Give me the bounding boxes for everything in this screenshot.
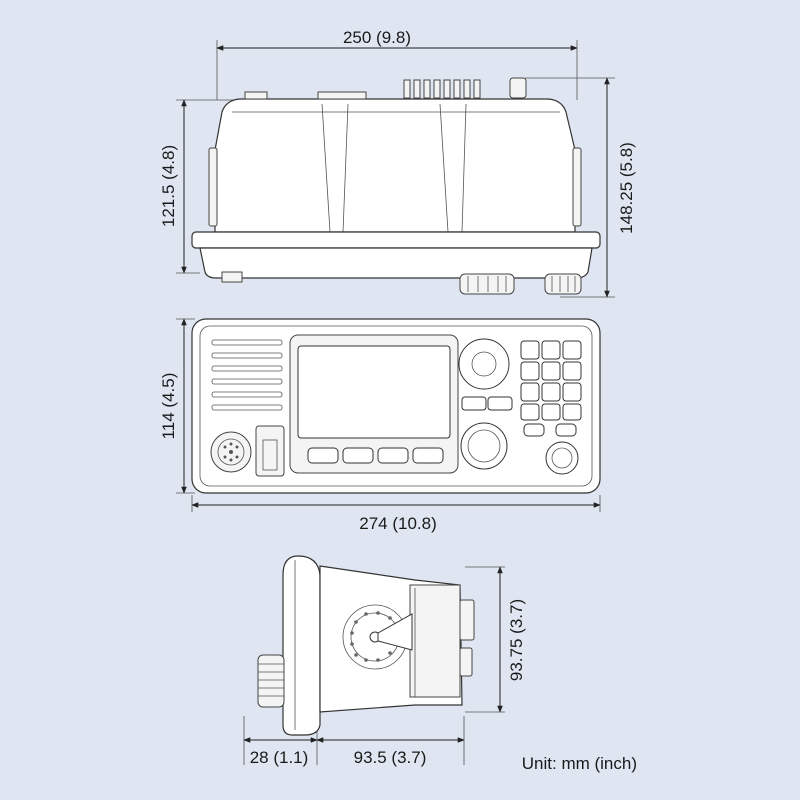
top-height-left-label: 121.5 (4.8)	[159, 145, 178, 227]
lower-button-1	[523, 423, 545, 437]
side-knob	[257, 654, 285, 708]
side-depth-front-label: 28 (1.1)	[250, 748, 309, 767]
front-height-label: 114 (4.5)	[159, 373, 178, 440]
soft-key-3	[377, 447, 409, 464]
soft-key-4	[412, 447, 444, 464]
mic-hanger	[255, 425, 285, 477]
unit-label: Unit: mm (inch)	[522, 754, 637, 773]
radio-top-housing	[214, 98, 576, 233]
mounting-bracket	[409, 584, 461, 698]
top-view: 250 (9.8) 121.5 (4.8) 148.25 (5.8)	[159, 28, 636, 298]
soft-key-1	[307, 447, 339, 464]
side-view: 93.75 (3.7) 28 (1.1) 93.5 (3.7)	[243, 555, 526, 767]
heatsink-fins	[403, 79, 481, 99]
soft-key-2	[342, 447, 374, 464]
lower-button-2	[555, 423, 577, 437]
speaker-grille	[211, 339, 283, 411]
antenna-connector	[509, 77, 527, 99]
side-height-label: 93.75 (3.7)	[507, 599, 526, 681]
front-width-label: 274 (10.8)	[359, 514, 437, 533]
lcd-display	[297, 345, 451, 439]
mic-connector	[210, 431, 252, 473]
dpad	[458, 338, 510, 390]
side-bezel	[282, 555, 321, 736]
top-height-right-label: 148.25 (5.8)	[617, 142, 636, 234]
volume-knob	[545, 441, 579, 475]
side-depth-body-label: 93.5 (3.7)	[354, 748, 427, 767]
front-bezel-edge	[191, 231, 601, 249]
top-view-knob-right	[544, 273, 582, 295]
top-width-label: 250 (9.8)	[343, 28, 411, 47]
key-left-small	[461, 396, 487, 411]
top-view-knob-left	[459, 273, 515, 295]
key-right-small	[487, 396, 513, 411]
keypad	[520, 340, 582, 421]
main-dial	[460, 422, 508, 470]
front-view: 114 (4.5) 274 (10.8)	[159, 318, 601, 533]
